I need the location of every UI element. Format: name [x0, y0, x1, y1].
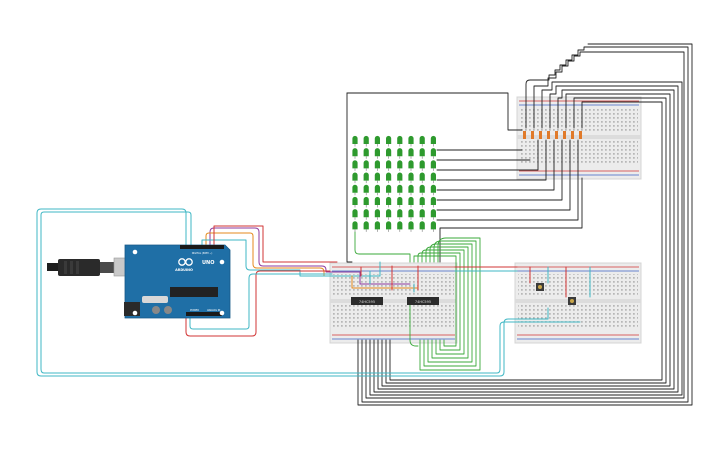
led	[419, 172, 425, 181]
led	[408, 209, 414, 218]
led	[408, 221, 414, 230]
led	[430, 209, 436, 218]
led	[430, 196, 436, 205]
led	[363, 148, 369, 157]
led	[374, 184, 380, 193]
led	[363, 135, 369, 144]
led	[397, 135, 403, 144]
led	[386, 135, 392, 144]
led	[386, 209, 392, 218]
led	[397, 184, 403, 193]
led	[408, 160, 414, 169]
led	[419, 184, 425, 193]
led	[352, 184, 358, 193]
led	[374, 196, 380, 205]
led	[363, 221, 369, 230]
led	[430, 160, 436, 169]
shift-register-right: 74HC595	[407, 297, 439, 305]
green-wire-bundle	[354, 231, 481, 371]
led	[397, 221, 403, 230]
led	[419, 209, 425, 218]
chip-left-label: 74HC595	[359, 300, 375, 304]
led	[419, 160, 425, 169]
led	[430, 135, 436, 144]
led	[408, 184, 414, 193]
led	[352, 172, 358, 181]
black-wire-bundle	[346, 43, 693, 406]
led	[374, 221, 380, 230]
arduino-model-text: UNO	[202, 260, 215, 266]
led	[419, 135, 425, 144]
arduino-brand-text: ARDUINO	[175, 268, 193, 272]
led	[352, 196, 358, 205]
led	[430, 172, 436, 181]
usb-cable	[47, 257, 139, 277]
led	[419, 221, 425, 230]
led	[374, 172, 380, 181]
led	[374, 160, 380, 169]
led	[397, 148, 403, 157]
led	[386, 172, 392, 181]
led	[408, 135, 414, 144]
led	[352, 148, 358, 157]
led	[397, 160, 403, 169]
led	[397, 209, 403, 218]
led	[397, 172, 403, 181]
arduino-digital-label: DIGITAL (PWM ~)	[192, 252, 213, 255]
led	[386, 196, 392, 205]
led	[374, 209, 380, 218]
led	[408, 196, 414, 205]
arduino-analog-label: ANALOG IN	[207, 309, 221, 312]
led	[430, 148, 436, 157]
led	[363, 184, 369, 193]
led	[419, 196, 425, 205]
led	[363, 172, 369, 181]
led	[430, 184, 436, 193]
power-wires	[185, 266, 591, 337]
led	[352, 160, 358, 169]
led	[386, 160, 392, 169]
chip-right-label: 74HC595	[415, 300, 431, 304]
led	[363, 160, 369, 169]
led	[352, 135, 358, 144]
led	[374, 135, 380, 144]
led	[408, 172, 414, 181]
led	[397, 196, 403, 205]
arduino-uno-board: ARDUINO UNO DIGITAL (PWM ~) POWER ANALOG…	[124, 244, 231, 319]
led	[352, 221, 358, 230]
shift-register-left: 74HC595	[351, 297, 383, 305]
pushbutton-left	[536, 283, 544, 291]
led	[386, 148, 392, 157]
led	[363, 209, 369, 218]
breadboard-bottom-right	[514, 262, 642, 344]
led	[386, 221, 392, 230]
led-matrix	[352, 135, 436, 232]
pushbutton-right	[568, 297, 576, 305]
led	[374, 148, 380, 157]
led	[419, 148, 425, 157]
led	[352, 209, 358, 218]
resistor-array	[523, 131, 582, 139]
led	[408, 148, 414, 157]
arduino-power-label: POWER	[190, 309, 199, 312]
led	[386, 184, 392, 193]
led	[363, 196, 369, 205]
led	[430, 221, 436, 230]
cyan-wires	[36, 208, 581, 377]
